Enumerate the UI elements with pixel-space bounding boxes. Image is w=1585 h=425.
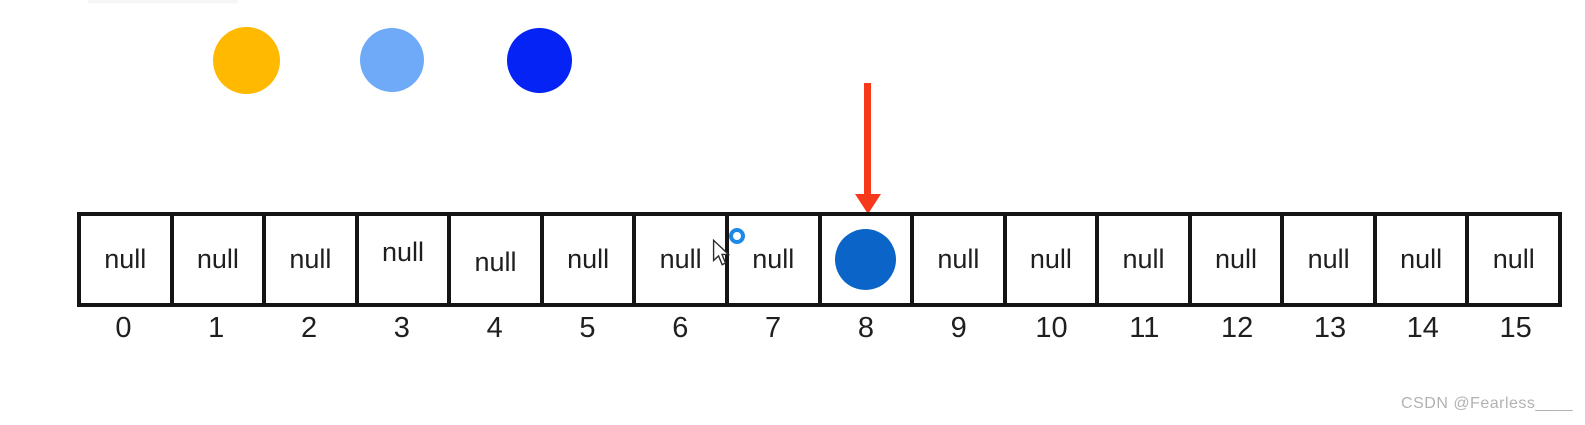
index-label-5: 5 xyxy=(579,312,596,344)
cell-value: null xyxy=(104,244,147,274)
cell-value: null xyxy=(1307,244,1350,274)
cropped-top-artifact xyxy=(88,0,238,3)
index-label-row: 0 1 2 3 4 5 6 7 8 9 10 11 12 13 14 15 xyxy=(77,312,1562,345)
array-cell-6: null xyxy=(632,212,729,307)
index-label-11: 11 xyxy=(1129,312,1160,344)
cell-value: null xyxy=(196,244,239,274)
index-label-6: 6 xyxy=(672,312,689,344)
index-label-3: 3 xyxy=(393,312,410,344)
array-row: null null null null null null null null … xyxy=(77,212,1562,307)
csdn-watermark: CSDN @Fearless____ xyxy=(1401,395,1573,412)
array-cell-2: null xyxy=(262,212,359,307)
cell-value: null xyxy=(474,247,517,277)
index-label-9: 9 xyxy=(950,312,967,344)
index-label-10: 10 xyxy=(1035,312,1068,344)
array-cell-3: null xyxy=(354,212,452,307)
array-cell-13: null xyxy=(1280,212,1377,307)
cell-value: null xyxy=(1029,244,1072,274)
index-label-8: 8 xyxy=(857,312,874,344)
array-cell-11: null xyxy=(1095,212,1192,307)
index-label-2: 2 xyxy=(300,312,318,344)
orange-item-circle xyxy=(213,27,280,94)
cell-value: null xyxy=(1122,244,1165,274)
mouse-cursor xyxy=(712,228,752,274)
draw-tool-ring-icon xyxy=(729,228,745,244)
index-label-14: 14 xyxy=(1406,312,1439,344)
index-label-7: 7 xyxy=(765,312,782,344)
cell-value: null xyxy=(752,244,795,274)
index-label-12: 12 xyxy=(1221,312,1254,344)
index-label-4: 4 xyxy=(486,312,503,344)
light-blue-item-circle xyxy=(360,28,424,92)
array-cell-8 xyxy=(817,212,915,307)
array-cell-12: null xyxy=(1187,212,1285,307)
pointer-arrow-shaft xyxy=(864,83,871,195)
index-label-13: 13 xyxy=(1313,312,1347,344)
array-cell-5: null xyxy=(539,212,637,307)
cell-value: null xyxy=(289,244,332,274)
index-label-1: 1 xyxy=(208,312,225,344)
cell-value: null xyxy=(937,244,980,274)
array-cell-1: null xyxy=(169,212,267,307)
cell-value: null xyxy=(659,244,702,274)
array-cell-9: null xyxy=(910,212,1007,307)
pointer-arrow-head xyxy=(855,194,881,214)
cell-value: null xyxy=(1215,244,1258,274)
index-label-15: 15 xyxy=(1499,312,1532,344)
array-cell-7: null xyxy=(724,212,822,307)
array-cell-14: null xyxy=(1372,212,1470,307)
array-cell-15: null xyxy=(1465,212,1562,307)
cell-value: null xyxy=(381,237,424,267)
cell-value: null xyxy=(1492,244,1535,274)
index-label-0: 0 xyxy=(115,312,132,344)
cell-value: null xyxy=(1400,244,1443,274)
array-cell-10: null xyxy=(1002,212,1100,307)
arrow-pointer-icon xyxy=(712,239,730,266)
stored-item-circle xyxy=(835,229,897,290)
cell-value: null xyxy=(567,244,610,274)
dark-blue-item-circle xyxy=(507,28,572,93)
array-cell-0: null xyxy=(77,212,174,307)
array-cell-4: null xyxy=(447,212,544,307)
